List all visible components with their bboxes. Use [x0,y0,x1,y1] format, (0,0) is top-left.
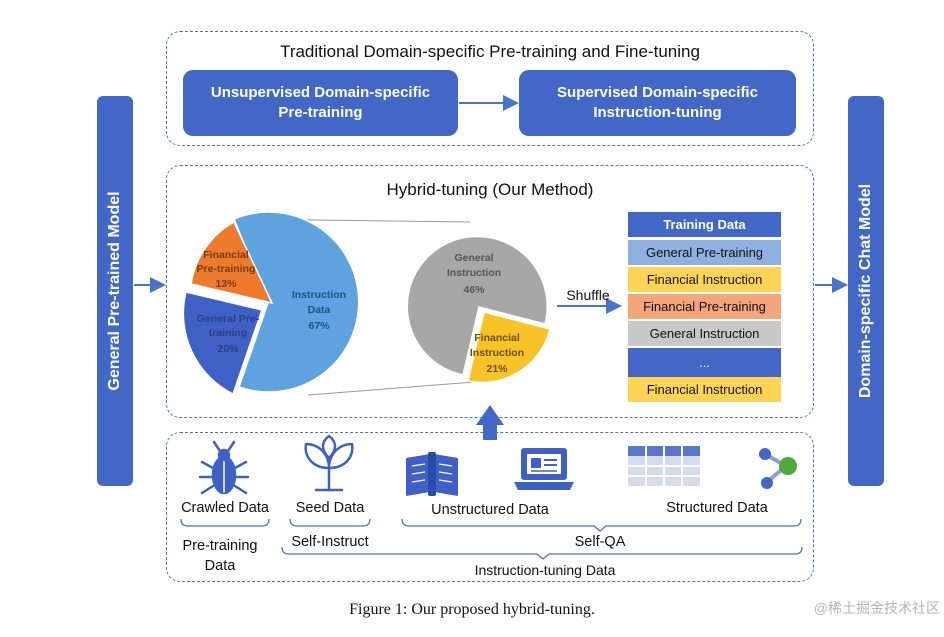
pie1-slice-financial-pretraining [190,220,274,305]
svg-text:67%: 67% [308,320,330,332]
training-data-header: Training Data [628,212,781,237]
instruction-tuning-data-label: Instruction-tuning Data [474,562,616,578]
pie1-financial-label1: Financial [203,249,249,261]
svg-text:Instruction: Instruction [292,289,346,301]
pie-pretraining-mix [182,211,360,396]
structured-data-label: Structured Data [666,500,768,516]
svg-text:General: General [454,252,493,264]
table-icon [628,446,700,486]
svg-text:General Pre-: General Pre- [197,313,260,325]
pie1-general-label2: training [209,327,248,339]
svg-text:Financial: Financial [203,249,249,261]
svg-text:training: training [209,327,248,339]
svg-text:Instruction: Instruction [470,347,524,359]
crawled-data-label: Crawled Data [181,500,269,516]
training-row-general-instruction: General Instruction [628,321,781,346]
pie1-instruction-label1: Instruction [292,289,346,301]
training-row-financial-instruction: Financial Instruction [628,267,781,292]
self-instruct-label: Self-Instruct [291,534,369,550]
training-row-financial-instruction-2: Financial Instruction [628,377,781,402]
up-arrow [476,405,504,440]
pie2-general-label2: Instruction [447,267,501,279]
bracket-unstructured-structured [401,518,802,532]
svg-text:13%: 13% [215,278,237,290]
shuffle-label: Shuffle [566,287,610,303]
traditional-title: Traditional Domain-specific Pre-training… [280,42,700,61]
svg-text:Instruction: Instruction [447,267,501,279]
training-data-stack: Training Data General Pre-training Finan… [628,212,781,402]
training-row-financial-pretraining: Financial Pre-training [628,294,781,319]
general-pretrained-model-bar: General Pre-trained Model [97,96,133,486]
traditional-section [166,31,814,146]
supervised-instruction-tuning-box: Supervised Domain-specific Instruction-t… [519,70,796,136]
pie2-general-label1: General [454,252,493,264]
svg-text:Pre-training: Pre-training [197,263,256,275]
domain-chat-model-bar: Domain-specific Chat Model [848,96,884,486]
pie2-general-pct: 46% [463,284,485,296]
svg-text:46%: 46% [463,284,485,296]
pie2-financial-label1: Financial [474,332,520,344]
hybrid-title: Hybrid-tuning (Our Method) [386,180,594,199]
zoom-line-bottom [307,379,501,396]
bracket-instruction-tuning [281,546,803,560]
pie1-general-label1: General Pre- [197,313,260,325]
pie-instruction-mix [406,235,551,384]
training-row-ellipsis: ... [628,348,781,377]
unstructured-data-label: Unstructured Data [431,502,549,518]
bracket-crawled [180,518,270,527]
svg-text:21%: 21% [486,363,508,375]
figure-caption: Figure 1: Our proposed hybrid-tuning. [349,601,595,618]
pie1-instruction-pct: 67% [308,320,330,332]
watermark: @稀土掘金技术社区 [813,600,940,616]
pie1-general-pct: 20% [217,343,239,355]
svg-text:20%: 20% [217,343,239,355]
pie1-instruction-label2: Data [308,304,331,316]
seed-data-label: Seed Data [295,500,365,516]
book-icon [406,452,458,496]
svg-text:Data: Data [308,304,331,316]
pie2-slice-financial-instruction [467,311,551,384]
pie2-financial-pct: 21% [486,363,508,375]
pie1-slice-general-pretraining [182,291,263,396]
graph-node-icon [759,448,797,489]
bracket-seed [289,518,371,527]
pie1-financial-label2: Pre-training [197,263,256,275]
bug-icon [198,440,250,495]
self-qa-label: Self-QA [574,534,626,550]
training-row-general-pretraining: General Pre-training [628,240,781,265]
pie1-financial-pct: 13% [215,278,237,290]
pie2-financial-label2: Instruction [470,347,524,359]
svg-text:Financial: Financial [474,332,520,344]
pretraining-data-label: Pre-training Data [182,538,258,574]
laptop-icon [514,448,574,490]
seed-icon [304,434,354,492]
unsupervised-pretraining-box: Unsupervised Domain-specific Pre-trainin… [183,70,458,136]
pie1-slice-instruction [233,211,360,393]
pie2-slice-general-instruction [406,235,548,376]
